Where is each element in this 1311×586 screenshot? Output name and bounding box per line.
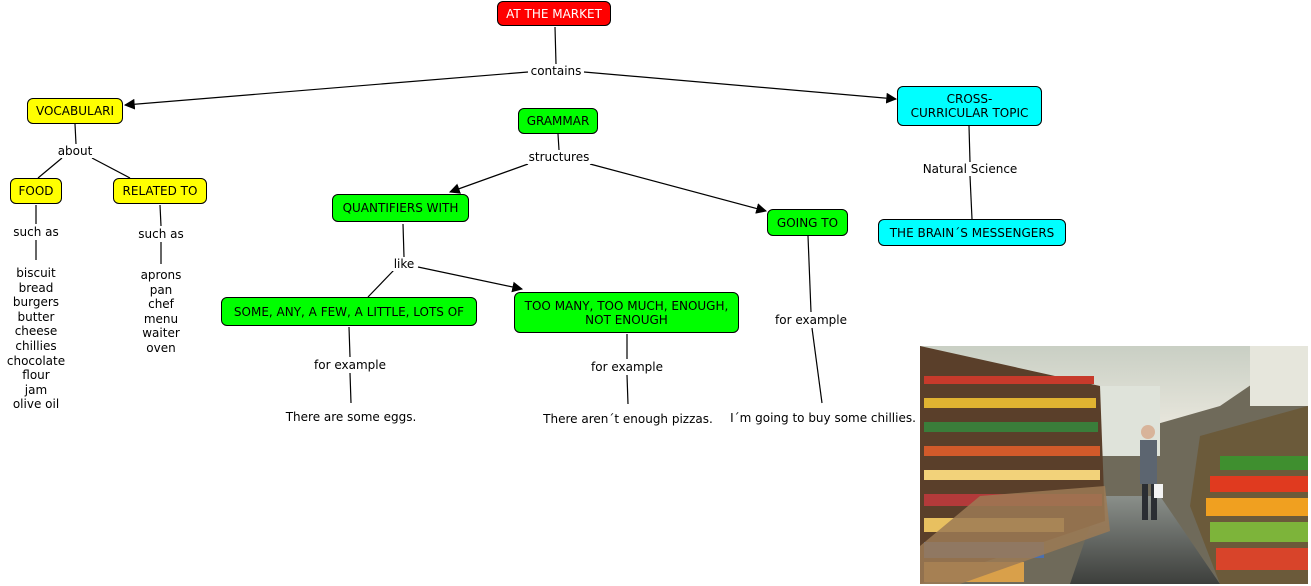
link-for-example-some: for example bbox=[312, 358, 388, 372]
node-at-the-market[interactable]: AT THE MARKET bbox=[497, 1, 611, 26]
node-brains-messengers[interactable]: THE BRAIN´S MESSENGERS bbox=[878, 219, 1066, 246]
example-eggs: There are some eggs. bbox=[285, 410, 417, 424]
list-item: waiter bbox=[142, 326, 180, 341]
link-for-example-too-many: for example bbox=[589, 360, 665, 374]
list-item: aprons bbox=[140, 268, 182, 282]
node-too-many[interactable]: TOO MANY, TOO MUCH, ENOUGH, NOT ENOUGH bbox=[514, 292, 739, 333]
list-item: butter bbox=[17, 309, 55, 324]
list-item: flour bbox=[22, 368, 50, 383]
related-word-list: aprons pan chef menu waiter oven bbox=[141, 268, 182, 356]
food-word-list: biscuit bread burgers butter cheese chil… bbox=[7, 266, 65, 412]
node-vocabulari[interactable]: VOCABULARI bbox=[27, 98, 123, 124]
node-food[interactable]: FOOD bbox=[10, 178, 62, 204]
example-pizzas: There aren´t enough pizzas. bbox=[543, 412, 713, 426]
list-item: olive oil bbox=[12, 397, 60, 412]
list-item: biscuit bbox=[16, 266, 56, 280]
link-structures: structures bbox=[526, 150, 592, 164]
list-item: bread bbox=[18, 280, 54, 295]
list-item: cheese bbox=[14, 324, 58, 339]
node-going-to[interactable]: GOING TO bbox=[767, 209, 848, 236]
node-quantifiers-with[interactable]: QUANTIFIERS WITH bbox=[332, 194, 469, 222]
node-grammar[interactable]: GRAMMAR bbox=[518, 108, 598, 134]
link-for-example-going: for example bbox=[773, 313, 849, 327]
market-photo bbox=[920, 346, 1308, 584]
link-natural-science: Natural Science bbox=[920, 162, 1020, 176]
link-about: about bbox=[55, 144, 95, 158]
list-item: chocolate bbox=[6, 353, 66, 368]
node-some-any[interactable]: SOME, ANY, A FEW, A LITTLE, LOTS OF bbox=[221, 297, 477, 326]
example-chillies: I´m going to buy some chillies. bbox=[730, 411, 916, 425]
link-such-as-food: such as bbox=[11, 225, 61, 239]
node-cross-curricular-topic[interactable]: CROSS-CURRICULAR TOPIC bbox=[897, 86, 1042, 126]
list-item: pan bbox=[149, 282, 173, 297]
list-item: oven bbox=[146, 340, 176, 355]
link-such-as-related: such as bbox=[136, 227, 186, 241]
link-like: like bbox=[391, 257, 417, 271]
list-item: burgers bbox=[12, 295, 60, 310]
link-contains: contains bbox=[528, 64, 584, 78]
list-item: chef bbox=[148, 297, 174, 312]
list-item: menu bbox=[143, 311, 179, 326]
node-related-to[interactable]: RELATED TO bbox=[113, 178, 207, 204]
list-item: chillies bbox=[15, 338, 57, 353]
list-item: jam bbox=[24, 382, 48, 397]
